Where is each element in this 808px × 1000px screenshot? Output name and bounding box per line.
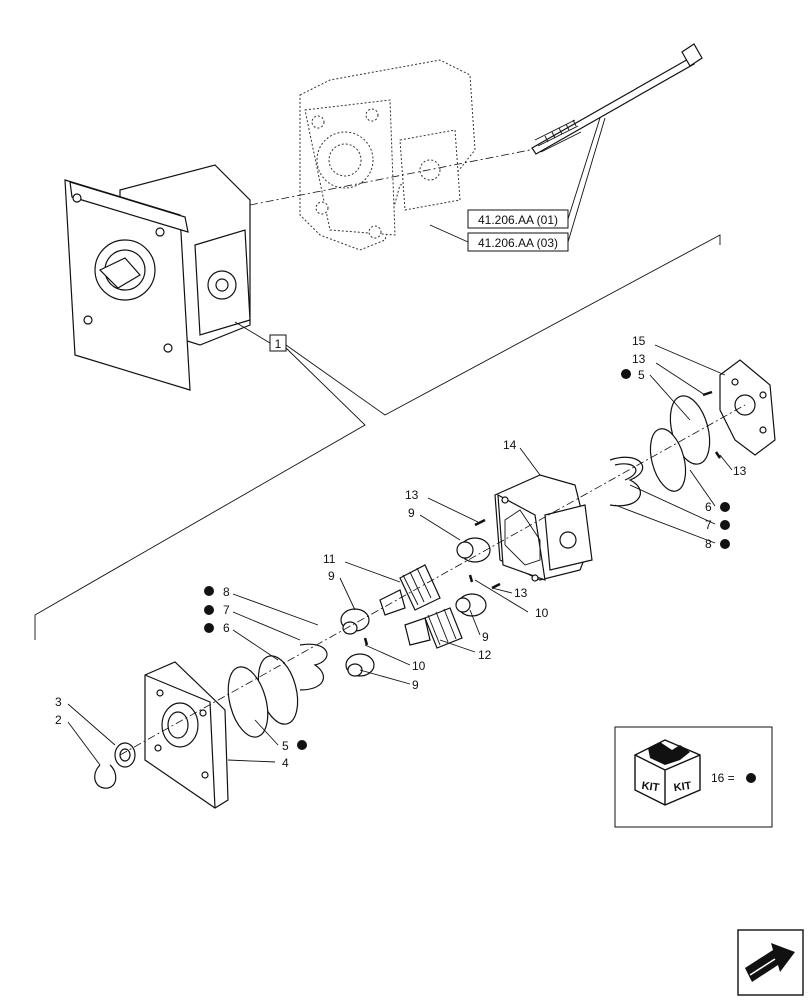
kit-legend-box: KIT KIT 16 = [614,726,773,828]
group-bracket-lines [34,234,721,640]
callout-11: 11 [323,552,336,566]
callout-5: 5 [638,368,645,382]
ghost-pump-assembly [299,59,476,251]
driven-gear [404,607,463,649]
reference-text: 41.206.AA (01) [478,213,558,227]
callout-8: 8 [705,537,712,551]
callout-13: 13 [514,586,528,600]
drive-shaft-gear [379,564,441,616]
callout-5: 5 [282,739,289,753]
callout-7: 7 [705,518,712,532]
kit-marker-icon [720,502,730,512]
callout-9: 9 [408,506,415,520]
callout-9: 9 [328,569,335,583]
shaft-seal [114,742,136,768]
callout-2: 2 [55,713,62,727]
kit-marker-icon [621,369,631,379]
callout-9: 9 [482,630,489,644]
callout-7: 7 [223,603,230,617]
kit-marker-icon [746,773,756,783]
reference-box-01[interactable]: 41.206.AA (01) [467,209,569,229]
pump-body [494,474,593,582]
callout-8: 8 [223,585,230,599]
kit-marker-icon [720,520,730,530]
callout-14: 14 [503,438,517,452]
kit-label-left: KIT [641,780,660,794]
reference-box-03[interactable]: 41.206.AA (03) [467,232,569,252]
kit-box-icon: KIT KIT [634,739,701,806]
bushing-front-upper [340,608,370,635]
kit-marker-icon [720,539,730,549]
callout-4: 4 [282,756,289,770]
seal-set-right [609,395,711,507]
group-label-text: 1 [275,337,282,351]
callout-9: 9 [412,678,419,692]
leader-lines [67,344,733,766]
callout-10: 10 [412,659,426,673]
pump-assembly [64,164,251,391]
kit-label-right: KIT [673,780,692,794]
assembly-axis-line [119,404,746,756]
callout-15: 15 [632,334,646,348]
callout-6: 6 [223,621,230,635]
bushing-front-lower [345,653,375,677]
group-label-1[interactable]: 1 [269,334,287,352]
long-bolt [531,43,703,155]
callout-13: 13 [632,352,646,366]
next-page-arrow-icon[interactable] [737,929,804,996]
rear-cover [719,359,776,456]
bushing-lower-right [455,593,487,617]
seal-set-left [227,643,328,738]
callout-12: 12 [478,648,492,662]
callout-6: 6 [705,500,712,514]
bushing-upper [456,537,491,563]
kit-legend-text: 16 = [711,771,735,785]
front-cover [144,661,229,809]
callout-13: 13 [733,464,747,478]
kit-marker-icon [204,605,214,615]
circlip [94,764,117,789]
kit-marker-icon [204,623,214,633]
kit-marker-icon [297,740,307,750]
callout-10: 10 [535,606,549,620]
kit-marker-icon [204,586,214,596]
callout-3: 3 [55,695,62,709]
callout-13: 13 [405,488,419,502]
reference-text: 41.206.AA (03) [478,236,558,250]
